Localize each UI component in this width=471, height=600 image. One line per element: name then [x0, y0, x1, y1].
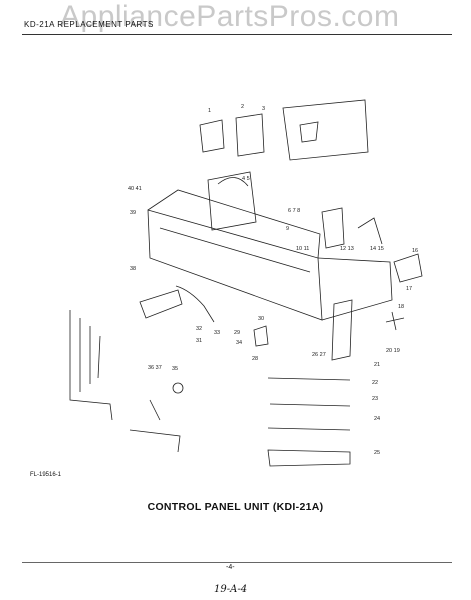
callout-c32: 32 [196, 326, 202, 332]
wire-lead-25 [267, 449, 351, 467]
bracket-part [235, 113, 265, 157]
page-number: -4- [226, 564, 235, 571]
callout-c2627: 26 27 [312, 352, 326, 358]
back-plate-part [282, 99, 369, 161]
callout-c1415: 14 15 [370, 246, 384, 252]
bracket-part [199, 119, 225, 153]
callout-c23: 23 [372, 396, 378, 402]
switch-clip-part [321, 207, 345, 249]
callout-c39: 39 [130, 210, 136, 216]
callout-c678: 6 7 8 [288, 208, 300, 214]
wire-lead-24 [267, 427, 351, 431]
callout-c16: 16 [412, 248, 418, 254]
callout-c1011: 10 11 [296, 246, 309, 252]
callout-c31: 31 [196, 338, 202, 344]
switch-panel-part [317, 257, 393, 321]
callout-c2019: 20 19 [386, 348, 400, 354]
callout-c18: 18 [398, 304, 404, 310]
callout-c4: 4 5 [242, 176, 250, 182]
callout-c40: 40 41 [128, 186, 142, 192]
callout-c29: 29 [234, 330, 240, 336]
callout-c22: 22 [372, 380, 378, 386]
callout-c35: 35 [172, 366, 178, 372]
page-header: KD-21A REPLACEMENT PARTS [24, 20, 154, 29]
lower-bracket-part [139, 289, 183, 319]
screw-part [385, 311, 405, 331]
callout-c24: 24 [374, 416, 380, 422]
header-rule [22, 34, 452, 35]
callout-c38: 38 [130, 266, 136, 272]
callout-c34: 34 [236, 340, 242, 346]
watermark: AppliancePartsPros.com [60, 0, 400, 33]
knob-part [253, 325, 269, 347]
side-strip-part [331, 299, 353, 361]
grommet-part [172, 382, 184, 394]
footer-rule [22, 562, 452, 563]
callout-c9: 9 [286, 226, 289, 232]
callout-c21: 21 [374, 362, 380, 368]
figure-id: FL-19516-1 [30, 472, 62, 478]
hook-part [357, 217, 383, 245]
callout-c30: 30 [258, 316, 264, 322]
callout-c3637: 36 37 [148, 365, 162, 371]
callout-c25: 25 [374, 450, 380, 456]
callout-c2: 2 [241, 104, 244, 110]
figure-caption: CONTROL PANEL UNIT (KDI-21A) [147, 501, 324, 513]
handwritten-note: 19-A-4 [214, 584, 248, 595]
callout-c1213: 12 13 [340, 246, 354, 252]
callout-c28: 28 [252, 356, 258, 362]
callout-c3: 3 [262, 106, 265, 112]
wire-lead-22 [267, 377, 351, 381]
callout-c17: 17 [406, 286, 412, 292]
harness-block-part [207, 171, 257, 231]
wiring-harness [69, 310, 181, 453]
latch-part [393, 253, 423, 283]
callout-c33: 33 [214, 330, 220, 336]
callout-c1: 1 [208, 108, 211, 114]
wire-lead-23 [269, 403, 351, 407]
